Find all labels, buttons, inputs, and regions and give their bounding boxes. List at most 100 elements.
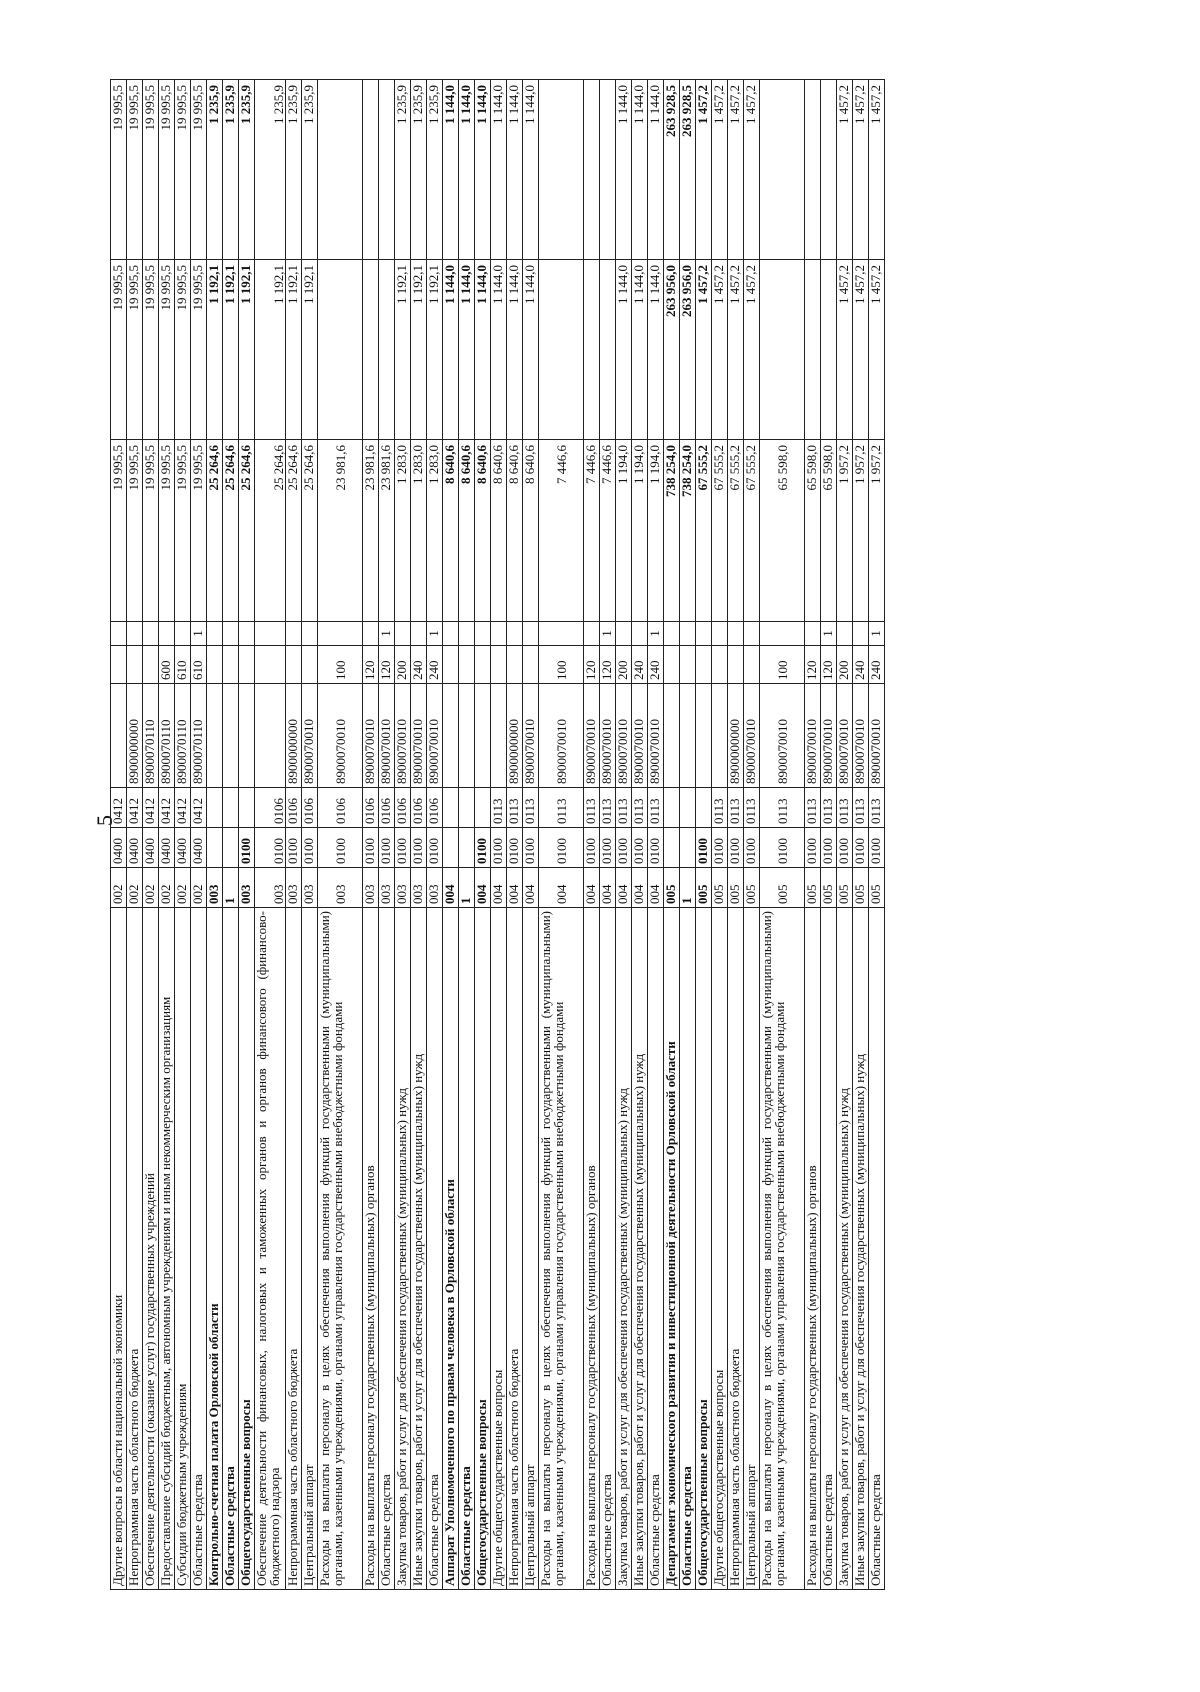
target-article-code: 8900070010 [852,683,869,788]
expense-type-code [474,645,491,684]
line-item-name: Общегосударственные вопросы [695,907,712,1590]
subsection-code: 0113 [836,787,853,828]
amount-year-3: 1 457,2 [727,79,744,260]
table-row: Иные закупки товаров, работ и услуг для … [410,79,427,1590]
subsection-code: 0106 [410,787,427,828]
expense-type-code [458,645,475,684]
amount-year-1: 19 995,5 [142,439,159,622]
admin-code: 002 [158,867,175,908]
expense-type-code: 120 [804,645,821,684]
funding-source-code [238,621,255,646]
expense-type-code: 240 [631,645,648,684]
target-article-code: 8900070110 [142,683,159,788]
target-article-code: 8900070010 [583,683,600,788]
amount-year-3: 1 235,9 [285,79,302,260]
amount-year-3: 1 144,0 [442,79,459,260]
target-article-code: 8900070010 [426,683,443,788]
target-article-code [695,683,712,788]
funding-source-code: 1 [599,621,616,646]
amount-year-2: 1 144,0 [474,259,491,440]
expense-type-code: 200 [615,645,632,684]
section-code [663,827,680,868]
funding-source-code [142,621,159,646]
amount-year-1: 67 555,2 [743,439,760,622]
line-item-name: Иные закупки товаров, работ и услуг для … [410,907,427,1590]
line-item-name: Субсидии бюджетным учреждениям [174,907,191,1590]
admin-code: 005 [695,867,712,908]
section-code: 0100 [394,827,411,868]
amount-year-3: 1 235,9 [238,79,255,260]
amount-year-2: 19 995,5 [126,259,143,440]
funding-source-code [743,621,760,646]
table-row: Расходы на выплаты персоналу в целях обе… [759,79,805,1590]
table-row: Иные закупки товаров, работ и услуг для … [852,79,869,1590]
subsection-code: 0113 [759,787,805,828]
line-item-name: Непрограммная часть областного бюджета [126,907,143,1590]
line-item-name: Аппарат Уполномоченного по правам челове… [442,907,459,1590]
subsection-code: 0412 [110,787,127,828]
funding-source-code: 1 [190,621,207,646]
expense-type-code [285,645,302,684]
target-article-code [442,683,459,788]
funding-source-code [711,621,728,646]
expense-type-code [506,645,523,684]
section-code: 0100 [615,827,632,868]
table-row: Расходы на выплаты персоналу государстве… [804,79,821,1590]
amount-year-3: 1 457,2 [868,79,885,260]
line-item-name: Закупка товаров, работ и услуг для обесп… [394,907,411,1590]
section-code: 0100 [836,827,853,868]
line-item-name: Непрограммная часть областного бюджета [506,907,523,1590]
amount-year-1: 25 264,6 [301,439,318,622]
funding-source-code [538,621,584,646]
subsection-code: 0113 [583,787,600,828]
target-article-code: 8900070010 [631,683,648,788]
expense-type-code [695,645,712,684]
expense-type-code: 240 [852,645,869,684]
amount-year-1: 65 598,0 [820,439,837,622]
target-article-code: 8900070010 [647,683,664,788]
admin-code: 005 [711,867,728,908]
amount-year-3: 1 235,9 [254,79,286,260]
amount-year-1: 23 981,6 [378,439,395,622]
funding-source-code [158,621,175,646]
amount-year-3: 1 235,9 [301,79,318,260]
amount-year-1: 1 194,0 [615,439,632,622]
amount-year-2: 1 192,1 [410,259,427,440]
amount-year-3: 1 457,2 [711,79,728,260]
expense-type-code [679,645,696,684]
subsection-code: 0113 [820,787,837,828]
expense-type-code [663,645,680,684]
funding-source-code [362,621,379,646]
subsection-code [206,787,223,828]
line-item-name: Областные средства [378,907,395,1590]
target-article-code [474,683,491,788]
expense-type-code: 100 [317,645,363,684]
target-article-code: 8900070010 [410,683,427,788]
expense-type-code: 240 [426,645,443,684]
amount-year-1: 8 640,6 [474,439,491,622]
target-article-code: 8900070010 [522,683,539,788]
admin-code: 002 [190,867,207,908]
amount-year-1: 738 254,0 [679,439,696,622]
funding-source-code [301,621,318,646]
amount-year-2: 1 192,1 [254,259,286,440]
admin-code: 004 [506,867,523,908]
amount-year-2: 263 956,0 [679,259,696,440]
expense-type-code [743,645,760,684]
target-article-code: 8900070010 [804,683,821,788]
line-item-name: Общегосударственные вопросы [474,907,491,1590]
subsection-code: 0113 [804,787,821,828]
funding-source-code [522,621,539,646]
amount-year-2: 19 995,5 [190,259,207,440]
admin-code: 003 [426,867,443,908]
expense-type-code [126,645,143,684]
section-code [458,827,475,868]
admin-code: 005 [727,867,744,908]
amount-year-2 [317,259,363,440]
admin-code: 003 [254,867,286,908]
section-code: 0400 [190,827,207,868]
